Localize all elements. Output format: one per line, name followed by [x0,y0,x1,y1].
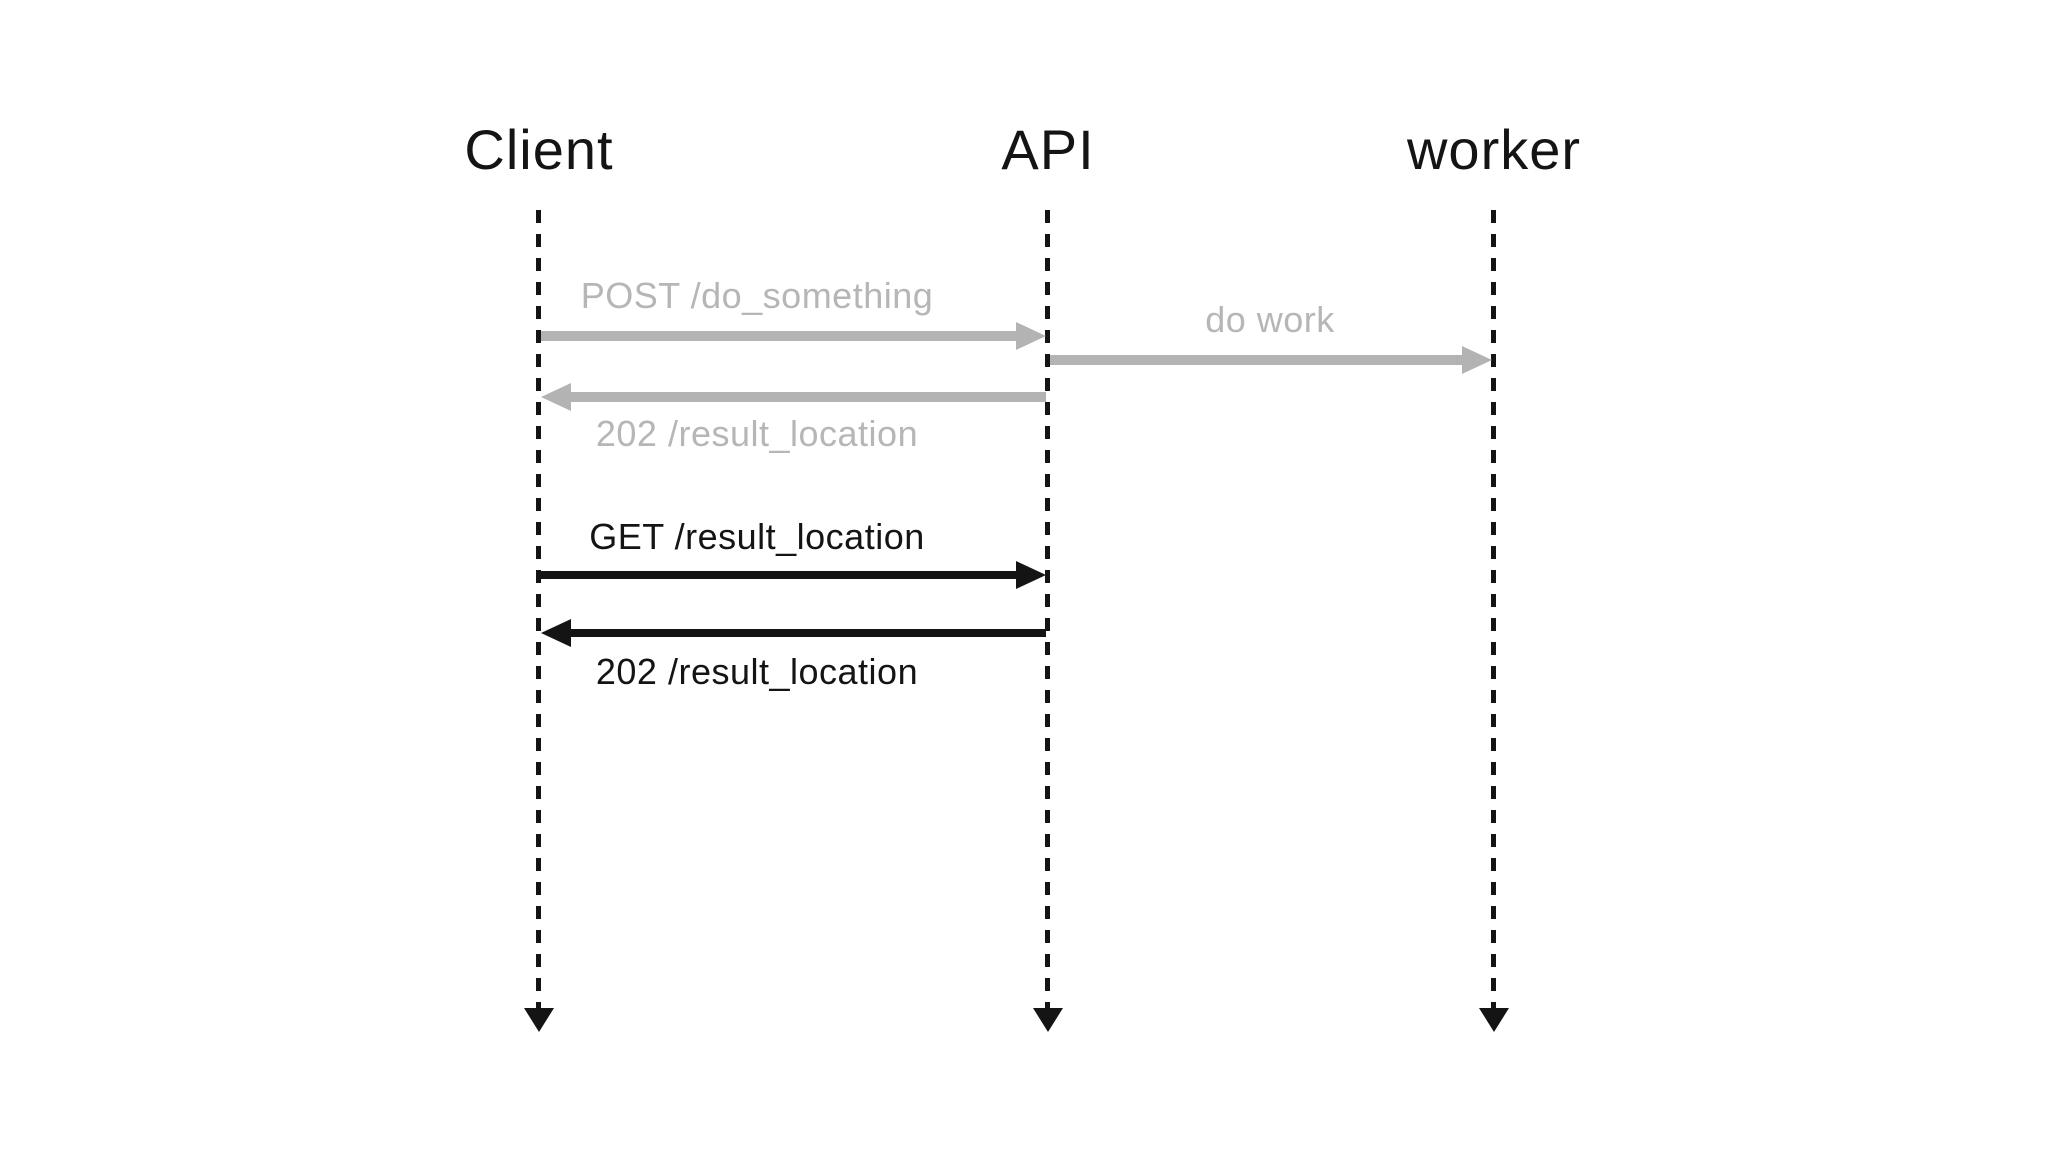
arrow-shaft [541,571,1018,579]
arrow-right-icon [1462,346,1492,374]
message-label: 202 /result_location [595,651,919,692]
message-label: POST /do_something [580,275,934,316]
arrow-right-icon [1016,322,1046,350]
lifeline-client [536,210,541,1008]
arrow-left-icon [541,383,571,411]
message-label: GET /result_location [589,516,925,557]
arrow-shaft [569,392,1046,402]
arrow-down-icon [1479,1008,1509,1032]
arrow-down-icon [1033,1008,1063,1032]
arrow-shaft [1050,355,1464,365]
arrow-shaft [569,629,1046,637]
arrow-right-icon [1016,561,1046,589]
lifeline-api [1045,210,1050,1008]
message-label: 202 /result_location [595,413,919,454]
actor-label-client: Client [464,118,614,181]
message-label: do work [1205,299,1335,340]
arrow-shaft [541,331,1018,341]
lifeline-worker [1491,210,1496,1008]
arrow-down-icon [524,1008,554,1032]
actor-label-api: API [1001,118,1095,181]
arrow-left-icon [541,619,571,647]
actor-label-worker: worker [1406,118,1582,181]
